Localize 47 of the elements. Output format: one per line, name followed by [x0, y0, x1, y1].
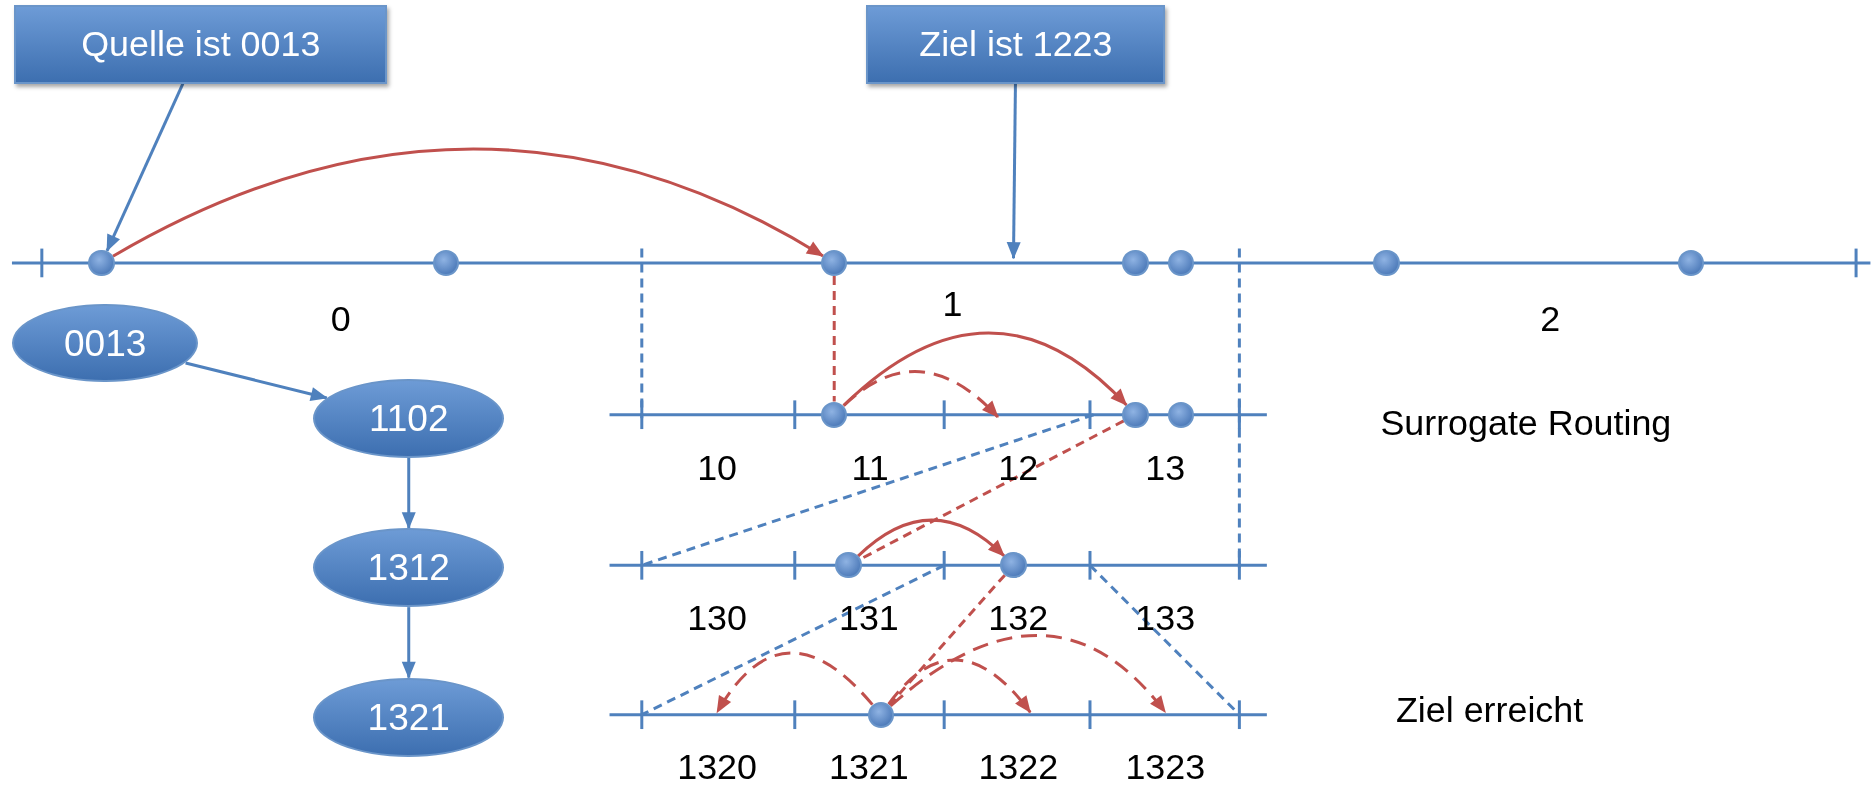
- segment-label: 131: [838, 597, 899, 639]
- arrow: [112, 147, 824, 258]
- point-marker: [821, 401, 848, 428]
- node-ellipse: 1102: [313, 378, 505, 458]
- point-marker: [821, 249, 848, 277]
- segment-label: 10: [697, 448, 737, 490]
- point-marker: [1000, 552, 1027, 579]
- segment-label: 2: [1540, 298, 1561, 340]
- point-marker: [88, 249, 115, 277]
- point-marker: [1167, 249, 1194, 277]
- segment-label: 132: [988, 597, 1049, 639]
- connector-line: [832, 276, 836, 402]
- segment-label: 133: [1135, 597, 1196, 639]
- arrow: [105, 83, 185, 252]
- arrow: [185, 361, 328, 401]
- arrow: [401, 607, 416, 679]
- point-marker: [1122, 249, 1149, 277]
- segment-label: 130: [687, 597, 747, 639]
- point-marker: [1373, 249, 1400, 277]
- point-marker: [432, 249, 459, 277]
- segment-label: 12: [998, 448, 1039, 490]
- segment-label: 13: [1145, 448, 1186, 490]
- node-ellipse: 1312: [313, 528, 505, 608]
- point-marker: [835, 552, 862, 579]
- point-marker: [867, 701, 894, 728]
- callout-box: Quelle ist 0013: [14, 4, 388, 84]
- segment-label: 1320: [677, 746, 757, 788]
- point-marker: [1122, 401, 1149, 428]
- arrow: [887, 658, 1032, 714]
- node-ellipse: 0013: [11, 303, 199, 383]
- arrow: [715, 651, 874, 714]
- segment-label: 0: [330, 298, 351, 340]
- segment-label: 1323: [1125, 746, 1206, 788]
- note-text: Surrogate Routing: [1380, 402, 1672, 444]
- segment-label: 1322: [978, 746, 1059, 788]
- arrow: [857, 518, 1006, 558]
- segment-label: 11: [851, 448, 889, 490]
- segment-label: 1: [942, 284, 963, 326]
- node-ellipse: 1321: [313, 677, 505, 757]
- point-marker: [1678, 249, 1705, 277]
- note-text: Ziel erreicht: [1395, 689, 1584, 731]
- point-marker: [1167, 401, 1194, 428]
- arrow: [842, 370, 999, 419]
- arrow: [889, 633, 1167, 714]
- callout-box: Ziel ist 1223: [866, 4, 1166, 84]
- arrow: [1006, 83, 1021, 260]
- segment-label: 1321: [829, 746, 909, 788]
